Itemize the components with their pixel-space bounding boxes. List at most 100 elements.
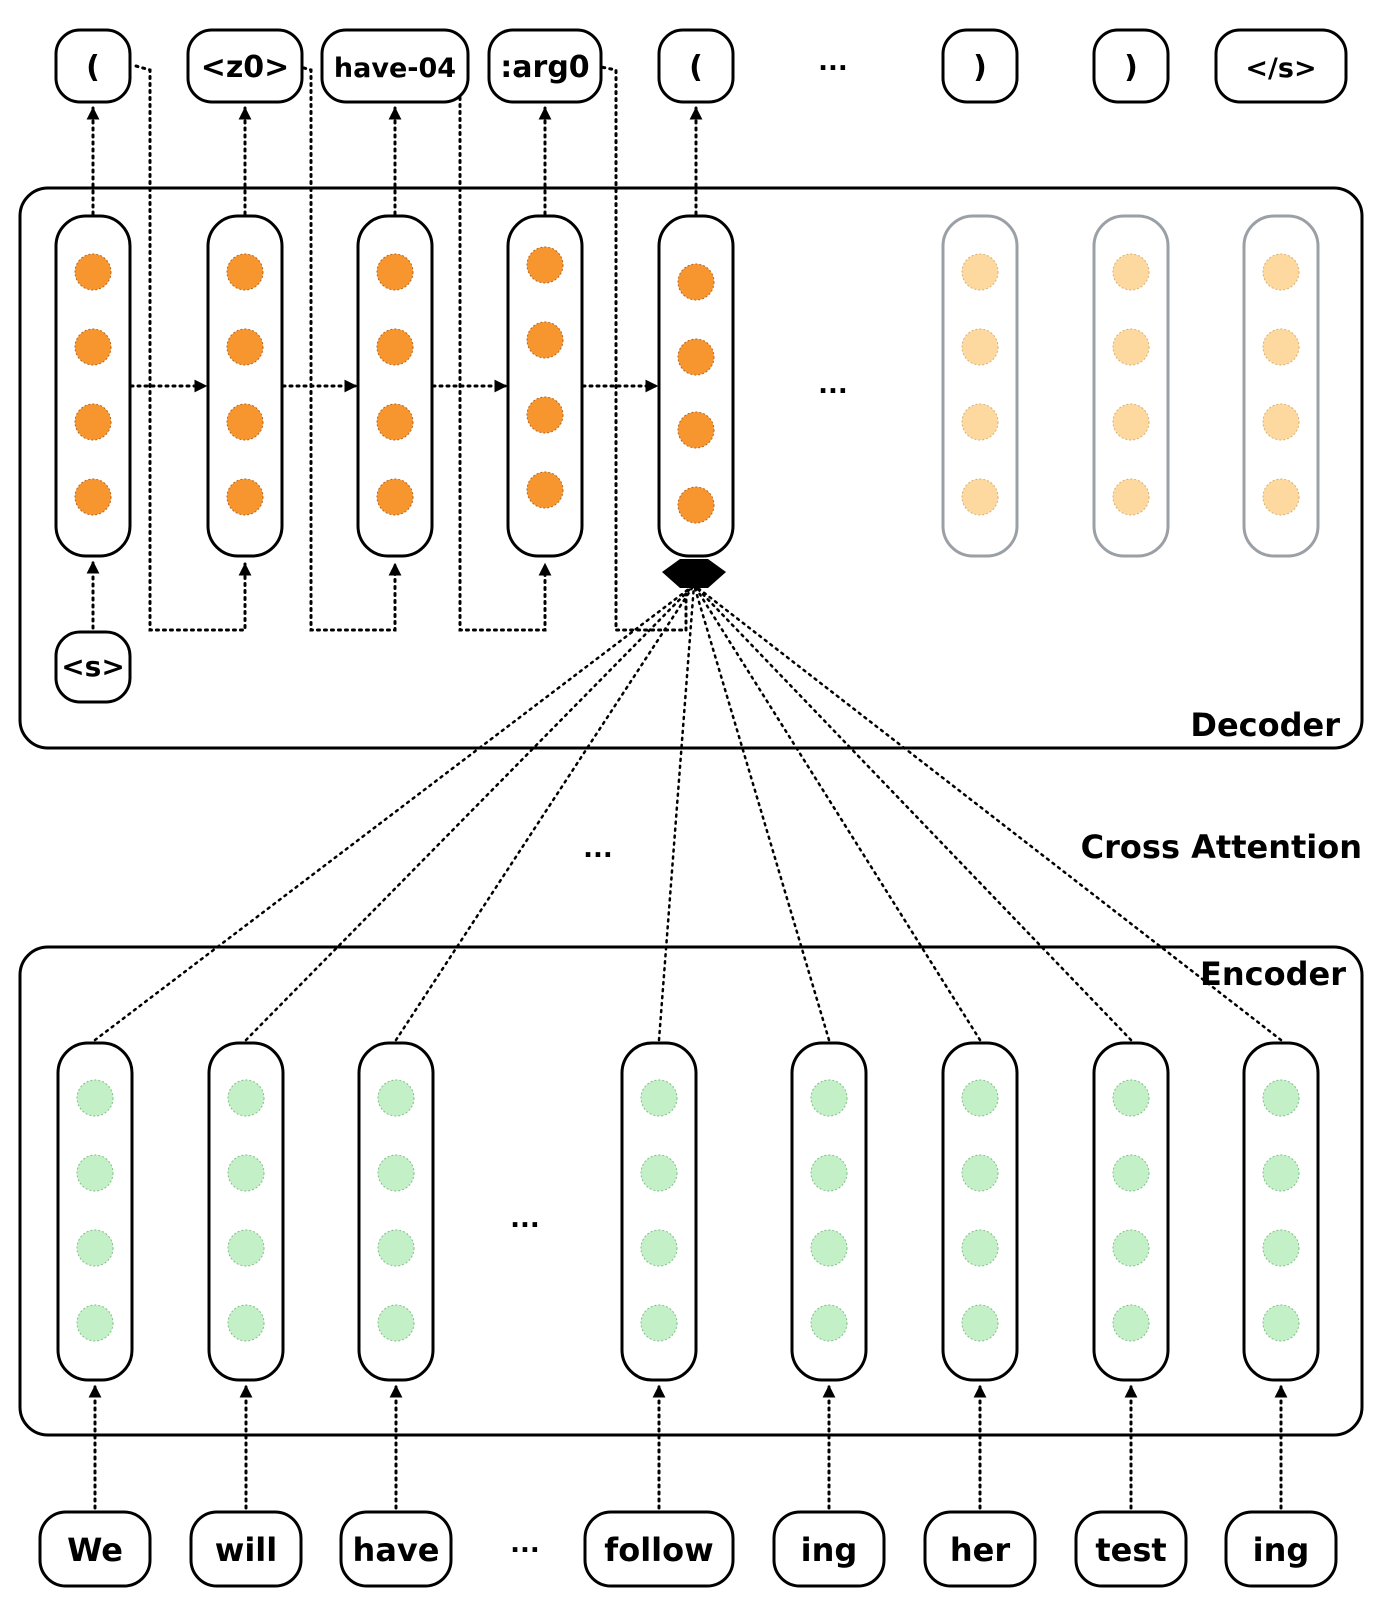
encoder-column-4 bbox=[790, 1041, 868, 1382]
decoder-unit-5-3 bbox=[961, 478, 999, 516]
decoder-unit-5-0 bbox=[961, 253, 999, 291]
encoder-input-token-3: follow bbox=[583, 1510, 735, 1588]
start-token-text: <s> bbox=[61, 650, 125, 683]
encoder-unit-0-0 bbox=[76, 1079, 114, 1117]
decoder-output-token-7: </s> bbox=[1214, 28, 1348, 104]
decoder-output-tokens: (<z0>have-04:arg0())</s> bbox=[54, 28, 1348, 104]
decoder-unit-6-3 bbox=[1112, 478, 1150, 516]
encoder-unit-6-1 bbox=[1112, 1154, 1150, 1192]
decoder-unit-4-3 bbox=[677, 486, 715, 524]
encoder-input-text-7: ing bbox=[1253, 1531, 1310, 1569]
encoder-column-5 bbox=[941, 1041, 1019, 1382]
decoder-unit-7-1 bbox=[1262, 328, 1300, 366]
decoder-unit-7-2 bbox=[1262, 403, 1300, 441]
decoder-output-text-5: ) bbox=[973, 50, 987, 85]
decoder-output-text-1: <z0> bbox=[201, 50, 290, 85]
encoder-unit-2-2 bbox=[377, 1229, 415, 1267]
encoder-input-ellipsis: ... bbox=[510, 1529, 540, 1559]
decoder-column-4 bbox=[657, 214, 735, 558]
encoder-unit-2-3 bbox=[377, 1304, 415, 1342]
encoder-unit-0-1 bbox=[76, 1154, 114, 1192]
decoder-output-token-4: ( bbox=[657, 28, 735, 104]
encoder-unit-4-1 bbox=[810, 1154, 848, 1192]
decoder-column-1 bbox=[206, 214, 284, 558]
encoder-unit-6-2 bbox=[1112, 1229, 1150, 1267]
encoder-label: Encoder bbox=[1200, 955, 1346, 993]
decoder-unit-6-1 bbox=[1112, 328, 1150, 366]
encoder-column-1 bbox=[207, 1041, 285, 1382]
decoder-unit-1-2 bbox=[226, 403, 264, 441]
encoder-unit-6-0 bbox=[1112, 1079, 1150, 1117]
decoder-unit-1-0 bbox=[226, 253, 264, 291]
encoder-unit-7-3 bbox=[1262, 1304, 1300, 1342]
decoder-unit-6-0 bbox=[1112, 253, 1150, 291]
encoder-column-3 bbox=[620, 1041, 698, 1382]
decoder-columns bbox=[54, 214, 1320, 558]
encoder-input-token-5: her bbox=[923, 1510, 1037, 1588]
decoder-output-text-2: have-04 bbox=[334, 53, 456, 84]
attention-hub bbox=[662, 559, 726, 588]
decoder-unit-3-1 bbox=[526, 321, 564, 359]
decoder-unit-0-3 bbox=[74, 478, 112, 516]
encoder-input-text-0: We bbox=[67, 1531, 123, 1569]
decoder-output-text-4: ( bbox=[689, 50, 703, 85]
encoder-input-token-0: We bbox=[38, 1510, 152, 1588]
decoder-column-ellipsis: ... bbox=[818, 370, 848, 400]
attention-line-0 bbox=[93, 583, 696, 1042]
encoder-unit-4-3 bbox=[810, 1304, 848, 1342]
start-token: <s> bbox=[54, 630, 132, 704]
encoder-unit-1-0 bbox=[227, 1079, 265, 1117]
encoder-input-token-1: will bbox=[189, 1510, 303, 1588]
cross-attention-lines bbox=[93, 583, 1283, 1042]
decoder-output-token-3: :arg0 bbox=[487, 28, 603, 104]
encoder-unit-2-0 bbox=[377, 1079, 415, 1117]
encoder-input-token-6: test bbox=[1074, 1510, 1188, 1588]
encoder-input-token-2: have bbox=[339, 1510, 453, 1588]
decoder-unit-3-2 bbox=[526, 396, 564, 434]
attention-line-2 bbox=[394, 583, 696, 1042]
decoder-unit-1-3 bbox=[226, 478, 264, 516]
encoder-input-text-1: will bbox=[215, 1531, 277, 1569]
decoder-output-text-7: </s> bbox=[1245, 53, 1316, 84]
decoder-unit-4-0 bbox=[677, 263, 715, 301]
encoder-unit-3-1 bbox=[640, 1154, 678, 1192]
encoder-unit-3-3 bbox=[640, 1304, 678, 1342]
encoder-column-2 bbox=[357, 1041, 435, 1382]
encoder-column-ellipsis: ... bbox=[510, 1204, 540, 1234]
encoder-unit-1-3 bbox=[227, 1304, 265, 1342]
encoder-unit-1-2 bbox=[227, 1229, 265, 1267]
encoder-unit-7-2 bbox=[1262, 1229, 1300, 1267]
attention-line-6 bbox=[692, 583, 1133, 1042]
encoder-panel bbox=[18, 945, 1364, 1437]
encoder-unit-5-1 bbox=[961, 1154, 999, 1192]
encoder-column-6 bbox=[1092, 1041, 1170, 1382]
encoder-unit-3-2 bbox=[640, 1229, 678, 1267]
decoder-output-ellipsis: ... bbox=[818, 47, 848, 77]
decoder-column-7 bbox=[1242, 214, 1320, 558]
attention-ellipsis: ... bbox=[583, 834, 613, 864]
decoder-unit-2-2 bbox=[376, 403, 414, 441]
decoder-unit-7-3 bbox=[1262, 478, 1300, 516]
decoder-unit-6-2 bbox=[1112, 403, 1150, 441]
encoder-unit-3-0 bbox=[640, 1079, 678, 1117]
decoder-output-token-0: ( bbox=[54, 28, 132, 104]
encoder-column-7 bbox=[1242, 1041, 1320, 1382]
decoder-unit-5-2 bbox=[961, 403, 999, 441]
encoder-unit-4-2 bbox=[810, 1229, 848, 1267]
encoder-unit-5-3 bbox=[961, 1304, 999, 1342]
decoder-column-6 bbox=[1092, 214, 1170, 558]
encoder-input-token-4: ing bbox=[772, 1510, 886, 1588]
encoder-unit-6-3 bbox=[1112, 1304, 1150, 1342]
attention-line-3 bbox=[657, 583, 696, 1042]
decoder-output-token-1: <z0> bbox=[186, 28, 304, 104]
decoder-unit-0-2 bbox=[74, 403, 112, 441]
encoder-unit-1-1 bbox=[227, 1154, 265, 1192]
decoder-panel bbox=[18, 186, 1364, 750]
decoder-unit-0-0 bbox=[74, 253, 112, 291]
encoder-unit-7-1 bbox=[1262, 1154, 1300, 1192]
decoder-unit-5-1 bbox=[961, 328, 999, 366]
decoder-connections bbox=[86, 64, 703, 632]
decoder-column-0 bbox=[54, 214, 132, 558]
decoder-unit-1-1 bbox=[226, 328, 264, 366]
